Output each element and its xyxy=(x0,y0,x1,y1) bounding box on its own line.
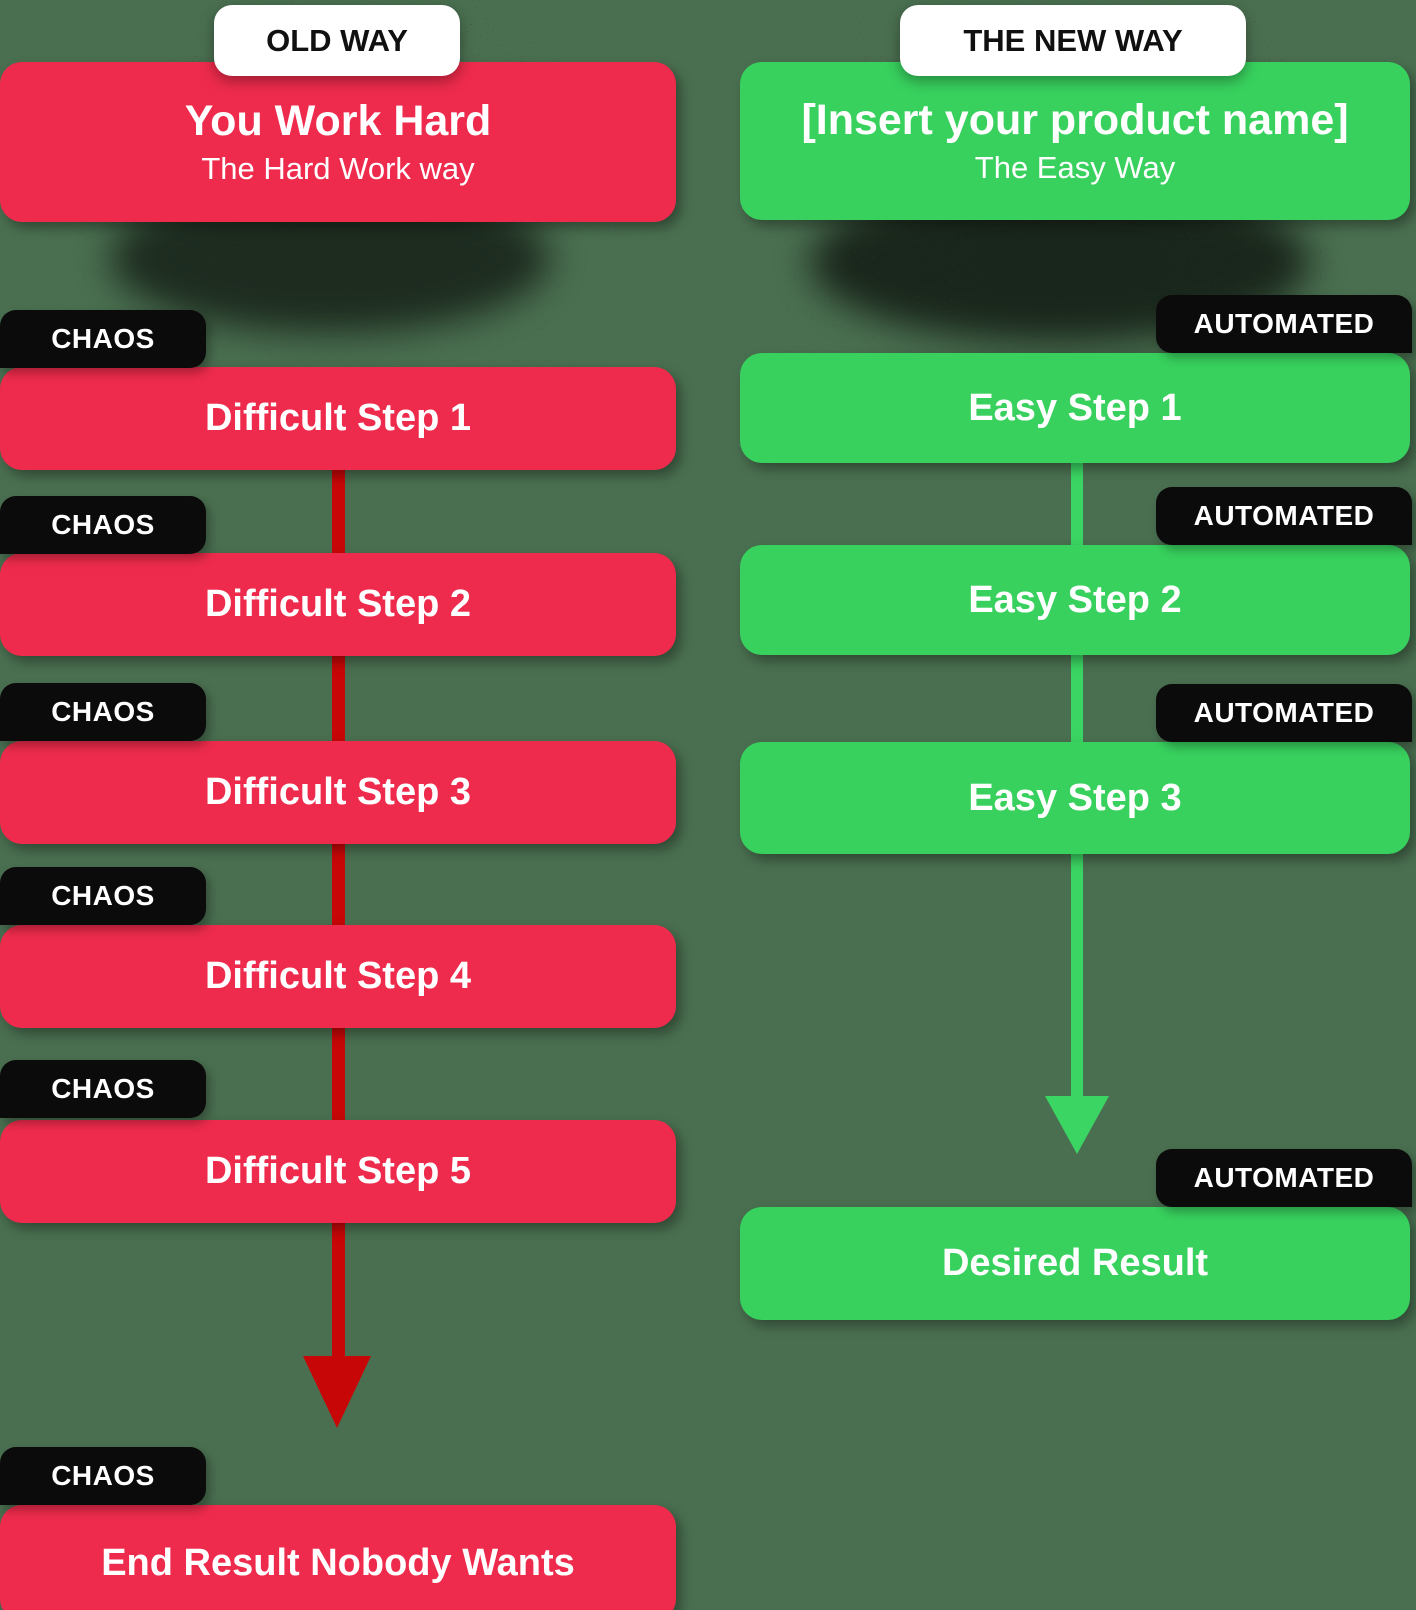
automated-tag-label: AUTOMATED xyxy=(1193,697,1375,728)
new-way-arrowhead-icon xyxy=(1045,1096,1109,1154)
automated-tag-label: AUTOMATED xyxy=(1193,1162,1375,1193)
old-way-pill-label: OLD WAY xyxy=(266,22,408,58)
difficult-step-1-label: Difficult Step 1 xyxy=(204,397,472,439)
chaos-tag-label: CHAOS xyxy=(51,323,155,354)
old-way-result-label: End Result Nobody Wants xyxy=(101,1541,575,1584)
new-way-header-title: [Insert your product name] xyxy=(801,95,1349,144)
difficult-step-3-label: Difficult Step 3 xyxy=(204,771,472,813)
old-way-header-subtitle: The Hard Work way xyxy=(201,151,475,187)
old-way-pill: OLD WAY xyxy=(214,5,460,76)
difficult-step-1-box: Difficult Step 1 xyxy=(0,367,676,470)
new-way-result-box: Desired Result xyxy=(740,1207,1410,1320)
chaos-tag-3: CHAOS xyxy=(0,683,206,741)
new-way-result-label: Desired Result xyxy=(941,1242,1209,1284)
difficult-step-4-box: Difficult Step 4 xyxy=(0,925,676,1028)
old-way-arrowhead-icon xyxy=(303,1356,371,1428)
easy-step-1-box: Easy Step 1 xyxy=(740,353,1410,463)
new-way-pill-label: THE NEW WAY xyxy=(963,22,1183,58)
chaos-tag-label: CHAOS xyxy=(51,1460,155,1491)
chaos-tag-6: CHAOS xyxy=(0,1447,206,1505)
new-way-header-subtitle: The Easy Way xyxy=(974,150,1176,186)
easy-step-2-box: Easy Step 2 xyxy=(740,545,1410,655)
chaos-tag-label: CHAOS xyxy=(51,1073,155,1104)
difficult-step-3-box: Difficult Step 3 xyxy=(0,741,676,844)
automated-tag-label: AUTOMATED xyxy=(1193,500,1375,531)
old-way-header-title: You Work Hard xyxy=(184,96,492,145)
difficult-step-4-label: Difficult Step 4 xyxy=(204,955,472,997)
chaos-tag-label: CHAOS xyxy=(51,880,155,911)
automated-tag-label: AUTOMATED xyxy=(1193,308,1375,339)
automated-tag-3: AUTOMATED xyxy=(1156,684,1412,742)
chaos-tag-1: CHAOS xyxy=(0,310,206,368)
automated-tag-1: AUTOMATED xyxy=(1156,295,1412,353)
easy-step-3-label: Easy Step 3 xyxy=(968,776,1182,819)
chaos-tag-2: CHAOS xyxy=(0,496,206,554)
chaos-tag-label: CHAOS xyxy=(51,509,155,540)
difficult-step-2-box: Difficult Step 2 xyxy=(0,553,676,656)
chaos-tag-label: CHAOS xyxy=(51,696,155,727)
difficult-step-2-label: Difficult Step 2 xyxy=(204,583,472,625)
chaos-tag-5: CHAOS xyxy=(0,1060,206,1118)
new-way-pill: THE NEW WAY xyxy=(900,5,1246,76)
difficult-step-5-box: Difficult Step 5 xyxy=(0,1120,676,1223)
difficult-step-5-label: Difficult Step 5 xyxy=(204,1150,472,1192)
new-way-header: [Insert your product name] The Easy Way xyxy=(740,62,1410,220)
easy-step-3-box: Easy Step 3 xyxy=(740,742,1410,854)
old-way-header: You Work Hard The Hard Work way xyxy=(0,62,676,222)
easy-step-1-label: Easy Step 1 xyxy=(968,386,1182,429)
automated-tag-4: AUTOMATED xyxy=(1156,1149,1412,1207)
easy-step-2-label: Easy Step 2 xyxy=(968,578,1182,621)
old-way-result-box: End Result Nobody Wants xyxy=(0,1505,676,1610)
automated-tag-2: AUTOMATED xyxy=(1156,487,1412,545)
chaos-tag-4: CHAOS xyxy=(0,867,206,925)
